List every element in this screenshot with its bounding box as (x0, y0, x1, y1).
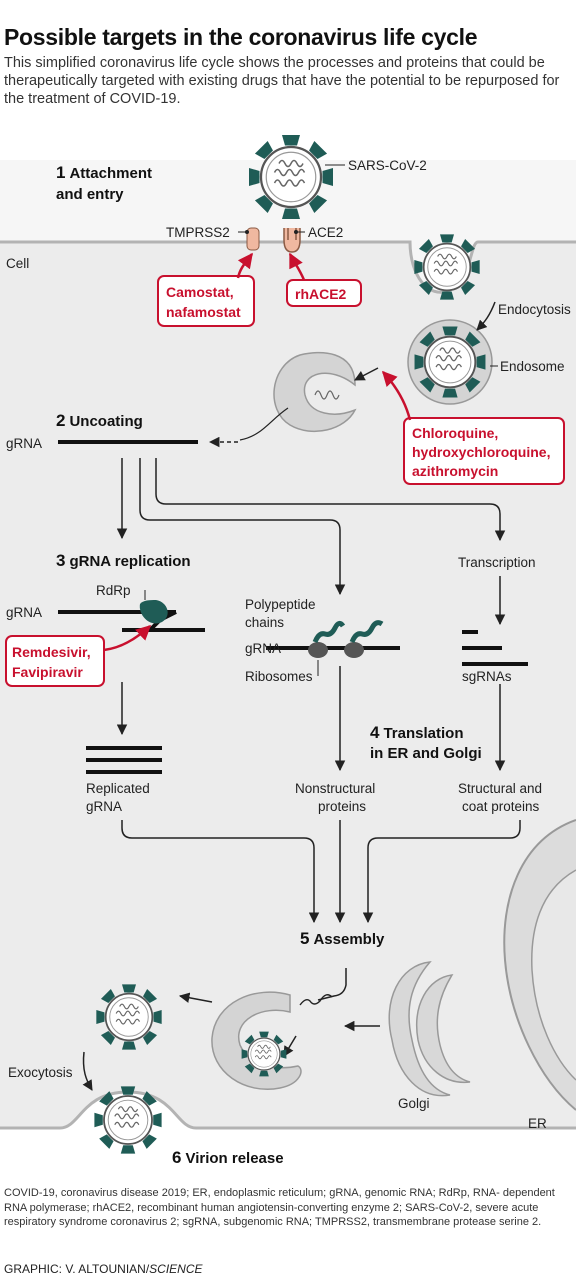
label-ace2: ACE2 (308, 225, 343, 240)
drug-box-camostat (157, 275, 255, 327)
label-structural-1: Structural and (458, 781, 542, 796)
virion-in-endosome (413, 325, 487, 399)
step2-title: Uncoating (69, 413, 142, 430)
drug-hydroxychloroquine: hydroxychloroquine, (412, 444, 550, 460)
replicated-grna (86, 746, 162, 774)
label-er: ER (528, 1116, 547, 1131)
drug-favipiravir: Favipiravir (12, 664, 83, 680)
label-polypeptide-1: Polypeptide (245, 597, 316, 612)
ribosome-1 (308, 642, 328, 658)
virion-released (93, 1085, 163, 1155)
drug-remdesivir: Remdesivir, (12, 644, 91, 660)
label-grna-translation: gRNA (245, 641, 281, 656)
rdrp-enzyme (139, 600, 168, 624)
virion-exocytosis (95, 983, 163, 1051)
sgrnas (462, 630, 528, 666)
step4-number: 4 (370, 723, 380, 742)
step3-title: gRNA replication (69, 553, 190, 570)
label-nonstructural-2: proteins (318, 799, 366, 814)
step4-title-1: Translation (383, 725, 463, 742)
label-sgrnas: sgRNAs (462, 669, 512, 684)
label-sars-cov-2: SARS-CoV-2 (348, 158, 427, 173)
label-grna-replication: gRNA (6, 605, 42, 620)
page-subtitle: This simplified coronavirus life cycle s… (4, 55, 560, 107)
label-polypeptide-2: chains (245, 615, 284, 630)
ribosome-2 (344, 642, 364, 658)
step1-title-2: and entry (56, 186, 124, 203)
label-nonstructural-1: Nonstructural (295, 781, 375, 796)
step5-title: Assembly (313, 931, 385, 948)
footnote-abbreviations: COVID-19, coronavirus disease 2019; ER, … (4, 1187, 555, 1228)
step1-title-1: Attachment (69, 165, 152, 182)
page-title: Possible targets in the coronavirus life… (4, 24, 478, 50)
golgi-structure (388, 961, 471, 1097)
flow-lines (82, 458, 521, 1091)
step5-number: 5 (300, 929, 309, 948)
drug-camostat: Camostat, (166, 284, 234, 300)
label-rdrp: RdRp (96, 583, 131, 598)
step1-number: 1 (56, 163, 65, 182)
er-structure (503, 819, 576, 1111)
label-grna-uncoating: gRNA (6, 436, 42, 451)
label-exocytosis: Exocytosis (8, 1065, 73, 1080)
step2-number: 2 (56, 411, 65, 430)
label-replicated-2: gRNA (86, 799, 122, 814)
drug-azithromycin: azithromycin (412, 463, 498, 479)
assembling-virion (241, 1030, 287, 1078)
drug-nafamostat: nafamostat (166, 304, 241, 320)
drug-box-rhace2 (286, 279, 362, 307)
tmprss2-receptor (246, 227, 260, 251)
drug-rhace2: rhACE2 (295, 286, 347, 302)
label-transcription: Transcription (458, 555, 536, 570)
drug-chloroquine: Chloroquine, (412, 425, 498, 441)
step3-number: 3 (56, 551, 65, 570)
label-replicated-1: Replicated (86, 781, 150, 796)
label-golgi: Golgi (398, 1096, 430, 1111)
endocytosis-arrow (476, 301, 496, 331)
credit-publication: SCIENCE (149, 1262, 203, 1276)
label-cell: Cell (6, 256, 29, 271)
label-endosome: Endosome (500, 359, 565, 374)
step4-title-2: in ER and Golgi (370, 745, 482, 762)
credit-prefix: GRAPHIC: V. ALTOUNIAN/ (4, 1262, 150, 1276)
label-ribosomes: Ribosomes (245, 669, 313, 684)
step6-number: 6 (172, 1148, 181, 1167)
label-tmprss2: TMPRSS2 (166, 225, 230, 240)
drug-box-chloroquine (403, 417, 565, 485)
label-structural-2: coat proteins (462, 799, 540, 814)
uncoating-vesicle (273, 351, 357, 433)
label-endocytosis: Endocytosis (498, 302, 571, 317)
grna-uncoated (58, 440, 198, 444)
drug-box-remdesivir (5, 635, 105, 687)
virion-attaching (247, 133, 335, 221)
step6-title: Virion release (185, 1150, 283, 1167)
graphic-credit: GRAPHIC: V. ALTOUNIAN/SCIENCE (4, 1262, 203, 1276)
cell-cytoplasm (0, 160, 576, 1180)
assembly-vesicle (211, 991, 302, 1090)
virion-endocytosis (413, 233, 481, 301)
